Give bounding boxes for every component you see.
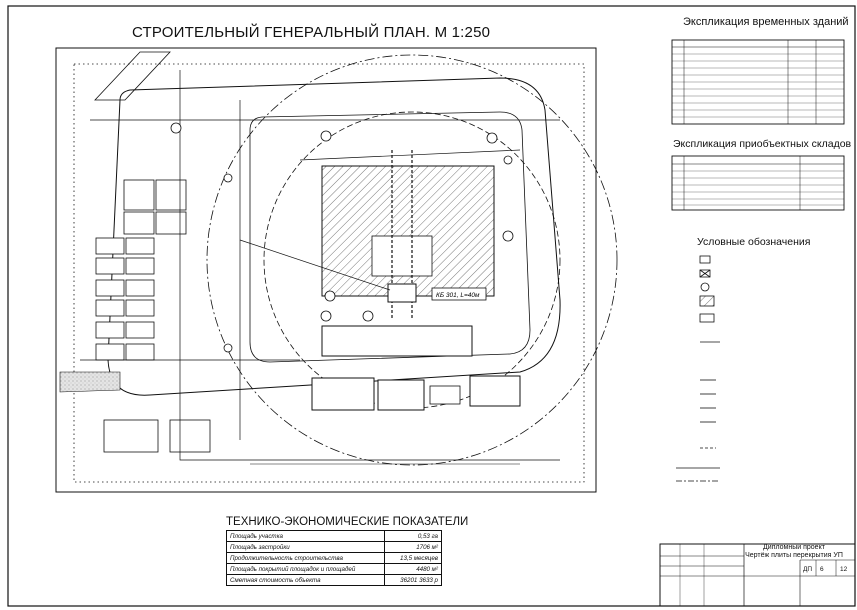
stamp-project: Дипломный проект Чертёж плиты перекрытия… [744, 544, 844, 560]
legend-symbols [676, 255, 720, 482]
tep-label: Продолжительность строительства [226, 552, 385, 564]
access-road [59, 371, 121, 393]
site-fence [73, 63, 585, 483]
tep-title: ТЕХНИКО-ЭКОНОМИЧЕСКИЕ ПОКАЗАТЕЛИ [226, 516, 469, 528]
title-block [659, 543, 856, 607]
tep-label: Площадь покрытий площадок и площадей [226, 563, 385, 575]
crane-tower [387, 283, 417, 303]
crane-label-box [431, 287, 487, 301]
building-core [371, 235, 433, 277]
stamp-sheet-name: Чертёж плиты перекрытия УП [745, 552, 843, 559]
tep-label: Сметная стоимость объекта [226, 574, 385, 586]
storage-area-5 [429, 385, 461, 405]
tep-label: Площадь участка [226, 530, 385, 542]
storage-area-3 [377, 379, 425, 411]
building-under-construction [321, 165, 495, 297]
tep-value: 1706 м² [384, 541, 442, 553]
tep-value: 4480 м² [384, 563, 442, 575]
tep-value: 36201 3633 р [384, 574, 442, 586]
access-road-north [94, 51, 171, 101]
tep-value: 13,5 месяцев [384, 552, 442, 564]
outer-frame [7, 5, 856, 607]
plan-frame [55, 47, 597, 493]
stamp-stage: ДП [803, 566, 813, 573]
storage-area-1 [321, 325, 473, 357]
stamp-sheet-count: 12 [840, 566, 848, 573]
stamp-sheet-number: 6 [820, 566, 824, 573]
temporary-buildings [95, 179, 211, 453]
utility-lines [80, 70, 560, 461]
crane-working-zone [263, 111, 561, 409]
temp-buildings-title: Экспликация временных зданий [683, 16, 849, 28]
temp-buildings-table [671, 39, 845, 125]
plan-markers [170, 122, 514, 353]
storage-area-2 [311, 377, 375, 411]
warehouses-title: Экспликация приобъектных складов [673, 138, 852, 150]
drawing-title: СТРОИТЕЛЬНЫЙ ГЕНЕРАЛЬНЫЙ ПЛАН. М 1:250 [132, 24, 491, 41]
storage-area-4 [469, 375, 521, 407]
tep-label: Площадь застройки [226, 541, 385, 553]
crane-danger-zone [206, 54, 618, 466]
legend-title: Условные обозначения [697, 236, 811, 248]
tep-value: 0,53 га [384, 530, 442, 542]
stamp-project-name: Дипломный проект [763, 544, 825, 551]
warehouses-table [671, 155, 845, 211]
temporary-road [107, 77, 561, 396]
crane-label: КБ 301, L=40м [436, 292, 480, 299]
